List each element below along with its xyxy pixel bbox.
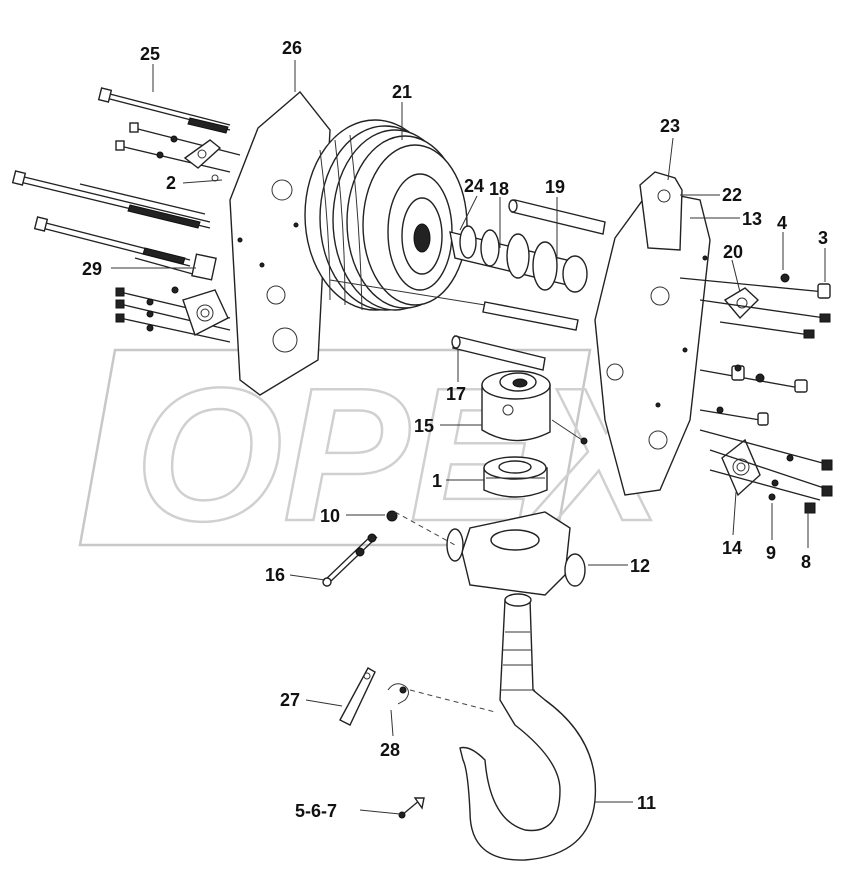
part-11-hook — [459, 593, 597, 861]
callout-8: 8 — [801, 552, 811, 572]
part-15-housing — [481, 370, 588, 445]
callout-29: 29 — [82, 259, 102, 279]
callout-27: 27 — [280, 690, 300, 710]
callout-2: 2 — [166, 173, 176, 193]
callout-11: 11 — [637, 793, 656, 813]
callout-5-6-7: 5-6-7 — [295, 801, 337, 821]
callout-21: 21 — [392, 82, 412, 102]
cable-drum — [304, 119, 468, 311]
tie-rods — [329, 279, 579, 371]
callout-25: 25 — [140, 44, 160, 64]
callout-9: 9 — [766, 543, 776, 563]
part-28-spring — [387, 683, 496, 713]
drum-shaft — [449, 225, 588, 293]
callout-24: 24 — [464, 176, 484, 196]
part-2-plate — [183, 139, 222, 182]
leader-lines — [111, 60, 826, 815]
callout-1: 1 — [432, 471, 442, 491]
callout-13: 13 — [742, 209, 762, 229]
right-side-plate — [594, 171, 711, 496]
part-27-latch — [339, 667, 376, 726]
callout-28: 28 — [380, 740, 400, 760]
callout-18: 18 — [489, 179, 509, 199]
left-flange-bracket — [182, 289, 229, 336]
callout-20: 20 — [723, 242, 743, 262]
watermark: OPEX — [78, 348, 674, 562]
callout-4: 4 — [777, 213, 787, 233]
part-5-6-7-bolt — [398, 797, 425, 819]
callout-26: 26 — [282, 38, 302, 58]
part-20-flange — [723, 287, 760, 320]
callout-19: 19 — [545, 177, 565, 197]
left-side-plate — [229, 90, 331, 396]
callouts: 25 26 21 2 24 18 19 23 22 13 4 3 20 29 1… — [82, 38, 828, 821]
callout-23: 23 — [660, 116, 680, 136]
watermark-text: OPEX — [135, 349, 673, 561]
callout-3: 3 — [818, 228, 828, 248]
left-long-bolts — [11, 87, 231, 267]
part-1-thrust-bearing — [483, 456, 548, 498]
callout-12: 12 — [630, 556, 650, 576]
callout-10: 10 — [320, 506, 340, 526]
callout-17: 17 — [446, 384, 466, 404]
part-14-flange — [721, 438, 761, 497]
part-12-crosshead — [446, 511, 586, 596]
right-bolts — [679, 273, 833, 514]
part-29-shim — [191, 253, 217, 281]
callout-15: 15 — [414, 416, 434, 436]
part-16-pin — [322, 510, 456, 587]
callout-16: 16 — [265, 565, 285, 585]
callout-14: 14 — [722, 538, 742, 558]
part-19-pin — [508, 199, 606, 235]
callout-22: 22 — [722, 185, 742, 205]
